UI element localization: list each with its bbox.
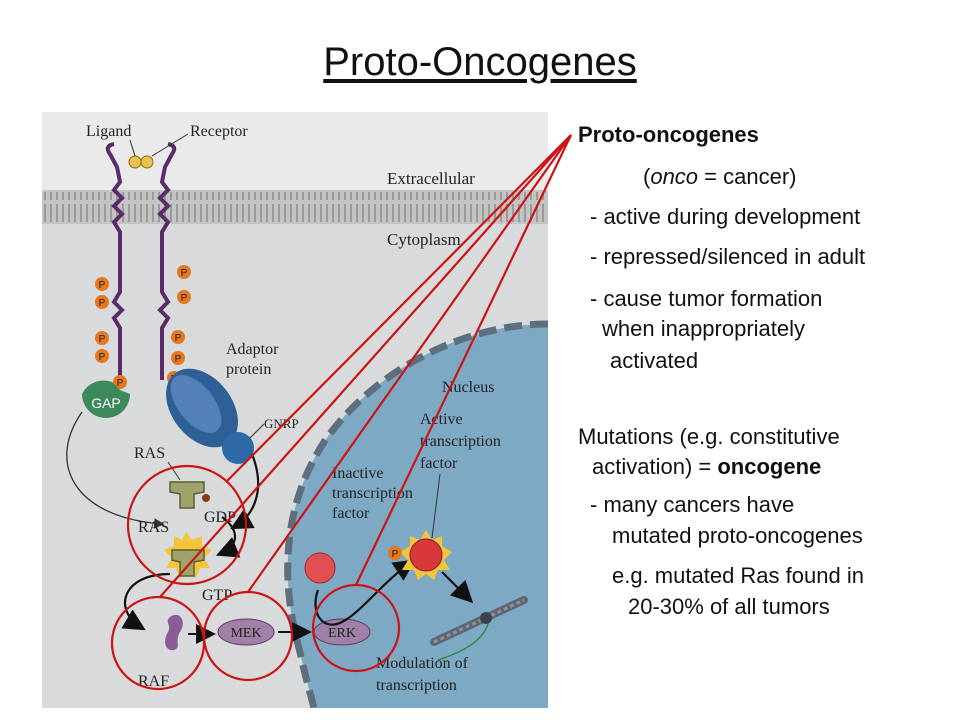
inactive-transcription-factor [304, 552, 336, 584]
svg-text:P: P [117, 378, 124, 389]
page-title: Proto-Oncogenes [323, 40, 637, 84]
erk-highlight-circle [311, 583, 401, 673]
modulation-label-1: Modulation of [376, 655, 469, 672]
connector-line-4 [355, 134, 572, 586]
mek-protein: MEK [217, 618, 275, 646]
ligand [128, 155, 154, 169]
svg-text:P: P [175, 333, 182, 344]
connector-line-1 [225, 134, 572, 483]
inactive-label-2: transcription [332, 485, 413, 502]
adaptor-label-1: Adaptor [226, 341, 279, 358]
svg-text:P: P [392, 549, 399, 560]
adaptor-label-2: protein [226, 361, 271, 378]
raf-label: RAF [138, 673, 169, 690]
receptor [105, 142, 177, 380]
svg-text:P: P [99, 352, 106, 363]
extracellular-label: Extracellular [387, 169, 475, 188]
ras-bottom-label: RAS [138, 519, 169, 536]
erk-protein: ERK [313, 618, 371, 646]
gap-protein: GAP [82, 380, 130, 418]
active-label-1: Active [420, 411, 463, 428]
svg-text:P: P [181, 268, 188, 279]
svg-text:P: P [99, 334, 106, 345]
inactive-label-3: factor [332, 505, 370, 522]
connector-line-3 [247, 134, 572, 593]
connector-line-2 [159, 134, 572, 598]
gap-label: GAP [91, 395, 121, 411]
nucleus [284, 320, 548, 708]
phosphate-groups: P P P P P P P P P P [95, 265, 191, 389]
receptor-label: Receptor [190, 123, 248, 140]
cell-membrane [42, 190, 548, 224]
svg-text:P: P [181, 293, 188, 304]
ligand-label: Ligand [86, 123, 131, 140]
ras-gdp [169, 481, 210, 509]
svg-text:P: P [99, 298, 106, 309]
erk-label: ERK [328, 626, 356, 641]
ras-top-label: RAS [134, 445, 165, 462]
nucleus-label: Nucleus [442, 379, 494, 396]
mek-label: MEK [230, 626, 261, 641]
signaling-pathway-diagram: Extracellular Cytoplasm Nucleus Ligand R… [42, 112, 548, 708]
dna-strand [430, 596, 528, 646]
modulation-label-2: transcription [376, 677, 457, 694]
cytoplasm-label: Cytoplasm [387, 230, 461, 249]
gnrp-label: GNRP [264, 416, 299, 431]
active-label-3: factor [420, 455, 458, 472]
raf-highlight-circle [110, 595, 206, 691]
adaptor-protein [166, 368, 254, 464]
svg-text:P: P [175, 354, 182, 365]
active-label-2: transcription [420, 433, 501, 450]
raf-protein [165, 614, 183, 651]
mek-highlight-circle [202, 590, 294, 682]
inactive-label-1: Inactive [332, 465, 384, 482]
ras-highlight-circle [126, 464, 248, 586]
svg-text:P: P [99, 280, 106, 291]
active-transcription-factor: P [388, 530, 452, 580]
